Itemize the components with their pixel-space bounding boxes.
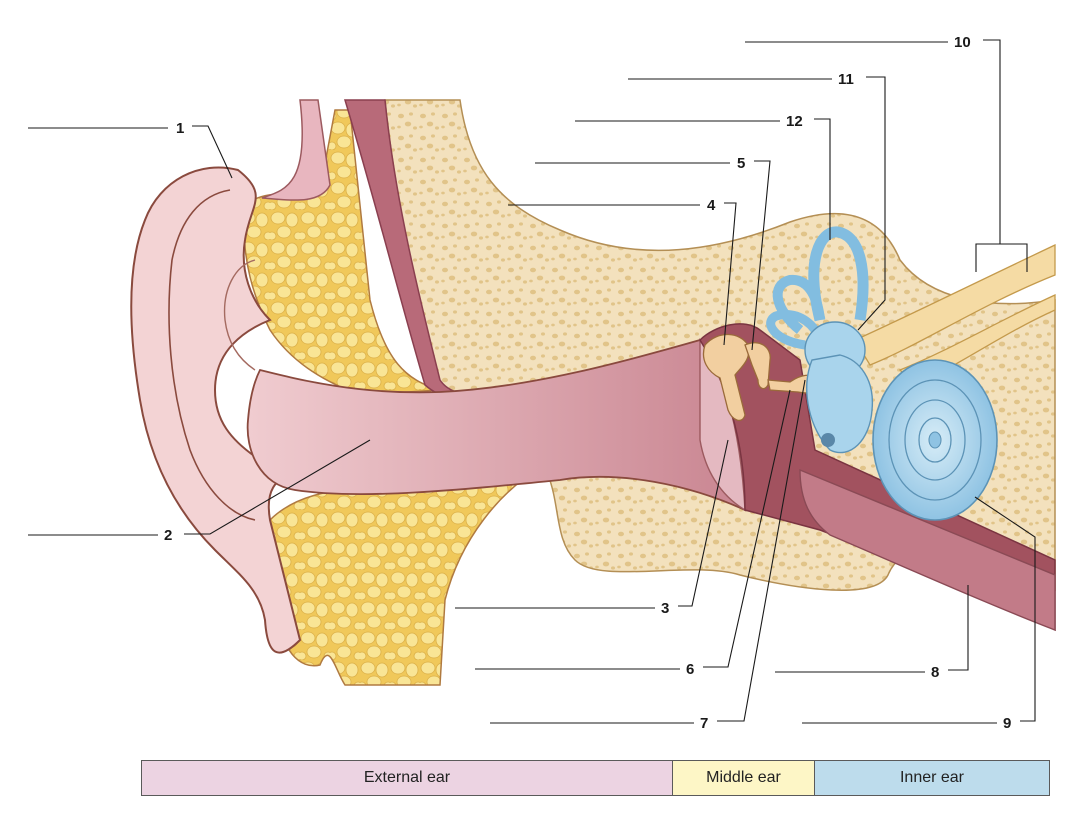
auricle — [130, 166, 302, 654]
label-3: 3 — [661, 600, 669, 617]
legend-inner-ear: Inner ear — [814, 760, 1050, 796]
vestibulocochlear-nerve — [854, 243, 1056, 366]
incus — [744, 342, 771, 390]
label-12-group: 12 — [575, 113, 831, 240]
antihelix-fold — [223, 259, 256, 371]
semicircular-canal-lateral — [766, 310, 825, 350]
round-window — [821, 433, 835, 447]
vestibule-lower — [806, 354, 874, 454]
semicircular-canal-anterior — [808, 226, 869, 322]
label-7-group: 7 — [490, 379, 806, 732]
label-11: 11 — [838, 71, 854, 88]
external-auditory-canal — [246, 338, 747, 512]
label-6-group: 6 — [475, 389, 791, 678]
label-5: 5 — [737, 155, 745, 172]
label-2: 2 — [164, 527, 172, 544]
label-4-group: 4 — [508, 197, 737, 346]
label-7: 7 — [700, 715, 708, 732]
label-8-group: 8 — [775, 585, 969, 681]
label-9-group: 9 — [802, 496, 1036, 732]
helix-fold — [168, 189, 256, 521]
label-11-group: 11 — [628, 71, 886, 331]
label-1-group: 1 — [28, 120, 233, 179]
fat-tissue-lower — [268, 464, 546, 686]
label-9: 9 — [1003, 715, 1011, 732]
label-10: 10 — [954, 34, 971, 51]
label-12: 12 — [786, 113, 803, 130]
legend-middle-ear: Middle ear — [672, 760, 815, 796]
label-4: 4 — [707, 197, 716, 214]
label-8: 8 — [931, 664, 939, 681]
label-6: 6 — [686, 661, 694, 678]
label-5-group: 5 — [535, 155, 771, 351]
label-10-group: 10 — [745, 34, 1028, 272]
label-2-group: 2 — [28, 439, 371, 544]
cochlea — [872, 359, 998, 521]
label-3-group: 3 — [455, 439, 729, 617]
legend-external-ear: External ear — [141, 760, 673, 796]
malleus — [702, 333, 750, 422]
label-1: 1 — [176, 120, 184, 137]
skin-layer — [261, 99, 331, 201]
auditory-tube — [799, 468, 1056, 632]
